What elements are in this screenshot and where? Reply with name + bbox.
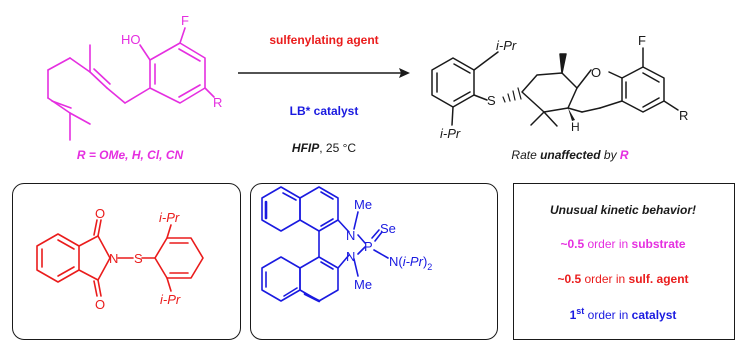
- reagent-box: [12, 183, 241, 340]
- catalyst-structure: [261, 186, 389, 303]
- substrate-caption: R = OMe, H, Cl, CN: [40, 148, 220, 162]
- product-fluorine-label: F: [638, 33, 646, 48]
- catalyst-phosphorus-label: P: [364, 239, 373, 254]
- reagent-oxygen-top-label: O: [95, 206, 105, 221]
- product-ipr-top-label: i-Pr: [496, 38, 517, 53]
- kinetics-line-substrate: ~0.5 order in substrate: [560, 237, 686, 251]
- kinetics-line-agent: ~0.5 order in sulf. agent: [557, 272, 689, 286]
- reagent-label: sulfenylating agent: [269, 33, 379, 47]
- catalyst-selenium-label: Se: [380, 221, 396, 236]
- reagent-ipr-bottom-label: i-Pr: [160, 292, 181, 307]
- kinetics-title: Unusual kinetic behavior!: [549, 203, 697, 217]
- reaction-arrow: [238, 68, 410, 78]
- catalyst-methyl-bottom-label: Me: [354, 277, 372, 292]
- product-sulfur-label: S: [487, 93, 496, 108]
- catalyst-label: LB* catalyst: [289, 104, 359, 118]
- product-caption: Rate unaffected by R: [511, 148, 629, 162]
- reagent-oxygen-bottom-label: O: [95, 297, 105, 312]
- substrate-hydroxyl-label: HO: [121, 32, 141, 47]
- substrate-structure: [47, 27, 215, 141]
- product-ipr-bottom-label: i-Pr: [440, 126, 461, 141]
- catalyst-nitrogen-top-label: N: [346, 228, 355, 243]
- conditions-label: HFIP, 25 °C: [238, 141, 410, 155]
- temperature-label: , 25 °C: [319, 141, 357, 155]
- solvent-label: HFIP: [291, 141, 320, 155]
- substrate-caption-r: R: [76, 148, 86, 162]
- catalyst-amine-label: N(i-Pr)2: [389, 254, 432, 272]
- reagent-structure: [36, 219, 204, 297]
- catalyst-methyl-top-label: Me: [354, 197, 372, 212]
- substrate-fluorine-label: F: [181, 13, 189, 28]
- kinetics-box: [513, 183, 735, 340]
- catalyst-nitrogen-bottom-label: N: [346, 249, 355, 264]
- substrate-r-label: R: [213, 95, 222, 110]
- product-r-label: R: [679, 108, 688, 123]
- reagent-nitrogen-label: N: [109, 251, 118, 266]
- kinetics-line-catalyst: 1st order in catalyst: [569, 306, 677, 322]
- product-hydrogen-label: H: [571, 120, 580, 134]
- product-oxygen-label: O: [591, 65, 601, 80]
- product-structure: [431, 47, 679, 127]
- substrate-caption-values: = OMe, H, Cl, CN: [85, 148, 184, 162]
- reagent-ipr-top-label: i-Pr: [159, 210, 180, 225]
- reagent-sulfur-label: S: [134, 251, 143, 266]
- catalyst-box: [250, 183, 498, 340]
